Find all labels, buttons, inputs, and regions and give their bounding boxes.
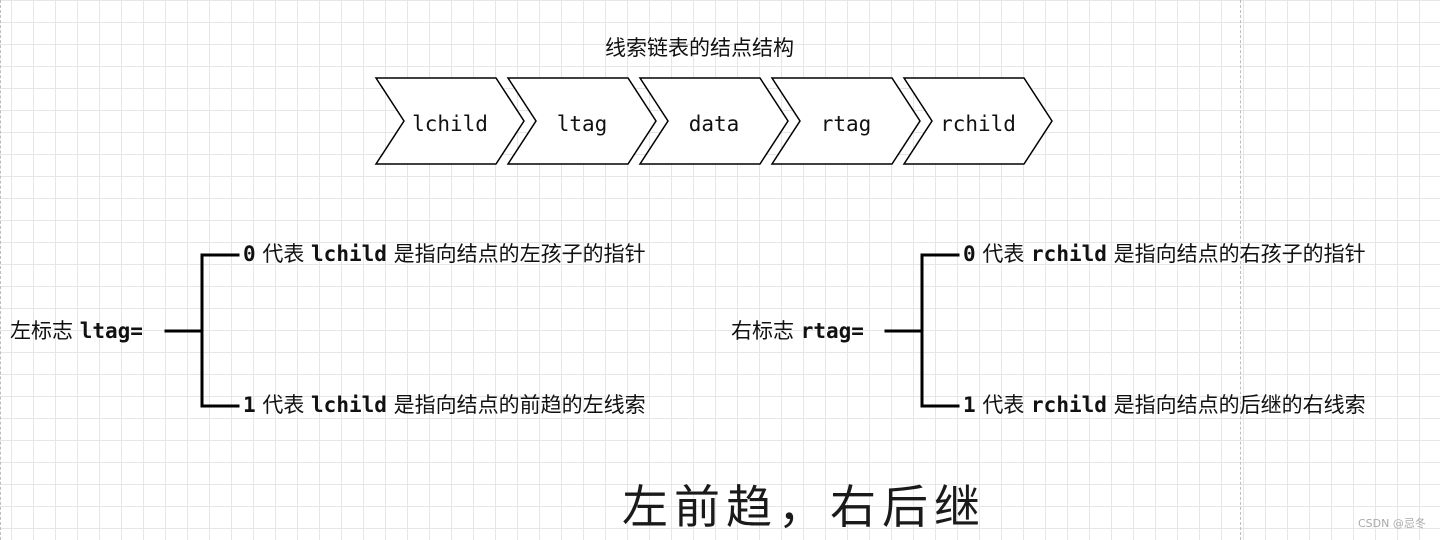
left-row-1: 1 代表 lchild 是指向结点的前趋的左线索 — [243, 395, 646, 416]
right-row-0-code: rchild — [1031, 242, 1107, 266]
field-label-data: data — [688, 112, 740, 136]
left-row-0-mid: 代表 — [262, 242, 305, 266]
chevron-rtag — [770, 77, 921, 165]
left-row-1-code: lchild — [311, 393, 387, 417]
chevron-rchild — [902, 77, 1053, 165]
field-label-rtag: rtag — [820, 112, 872, 136]
chevron-lchild — [374, 77, 525, 165]
right-row-0: 0 代表 rchild 是指向结点的右孩子的指针 — [963, 244, 1366, 265]
left-row-1-num: 1 — [243, 393, 256, 417]
right-tag-prefix: 右标志 — [731, 319, 794, 343]
right-tag-label: 右标志 rtag= — [731, 321, 864, 342]
page-guide-right — [1240, 0, 1241, 540]
slogan-text: 左前趋，右后继 — [622, 480, 986, 534]
right-tag-code: rtag= — [800, 319, 864, 343]
left-row-0-num: 0 — [243, 242, 256, 266]
left-bracket — [164, 253, 240, 408]
csdn-watermark: CSDN @忌冬 — [1358, 517, 1426, 530]
field-label-ltag: ltag — [556, 112, 608, 136]
right-bracket — [884, 253, 960, 408]
left-row-0-desc: 是指向结点的左孩子的指针 — [393, 242, 646, 266]
right-row-0-mid: 代表 — [982, 242, 1025, 266]
left-tag-code: ltag= — [79, 319, 143, 343]
chevron-ltag — [506, 77, 657, 165]
left-row-0-code: lchild — [311, 242, 387, 266]
left-row-1-desc: 是指向结点的前趋的左线索 — [393, 393, 646, 417]
left-row-0: 0 代表 lchild 是指向结点的左孩子的指针 — [243, 244, 646, 265]
field-label-lchild: lchild — [412, 112, 488, 136]
chevron-data — [638, 77, 789, 165]
left-tag-prefix: 左标志 — [10, 319, 73, 343]
right-row-1-code: rchild — [1031, 393, 1107, 417]
diagram-title: 线索链表的结点结构 — [605, 36, 794, 60]
left-row-1-mid: 代表 — [262, 393, 305, 417]
right-row-1: 1 代表 rchild 是指向结点的后继的右线索 — [963, 395, 1366, 416]
right-row-1-num: 1 — [963, 393, 976, 417]
right-row-1-mid: 代表 — [982, 393, 1025, 417]
right-row-0-num: 0 — [963, 242, 976, 266]
right-row-1-desc: 是指向结点的后继的右线索 — [1113, 393, 1366, 417]
page-guide-left — [0, 0, 1, 540]
field-label-rchild: rchild — [940, 112, 1016, 136]
right-row-0-desc: 是指向结点的右孩子的指针 — [1113, 242, 1366, 266]
left-tag-label: 左标志 ltag= — [10, 321, 143, 342]
